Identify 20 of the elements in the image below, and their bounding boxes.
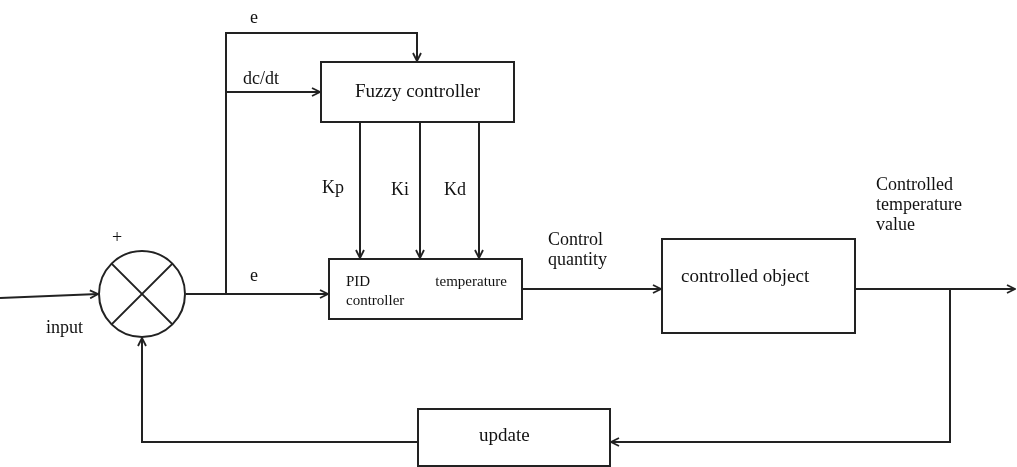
arrow <box>185 87 321 295</box>
summing-junction <box>98 250 186 338</box>
node-label: PID temperature controller <box>346 272 507 310</box>
process-box <box>417 408 611 467</box>
arrow <box>522 284 662 294</box>
arrow <box>474 122 484 259</box>
process-box <box>320 61 515 123</box>
arrow <box>415 122 425 259</box>
node-label: controlled object <box>681 264 811 288</box>
process-box <box>661 238 856 334</box>
edge-label: Kp <box>322 178 344 198</box>
arrow <box>0 289 99 300</box>
edge-label: input <box>46 318 83 338</box>
process-box <box>328 258 523 320</box>
arrow <box>355 122 365 259</box>
node-label: update <box>479 424 531 446</box>
arrow <box>610 288 951 447</box>
arrow <box>137 337 418 443</box>
sign-label: + <box>112 228 123 248</box>
node-label: Fuzzy controller <box>353 80 481 102</box>
